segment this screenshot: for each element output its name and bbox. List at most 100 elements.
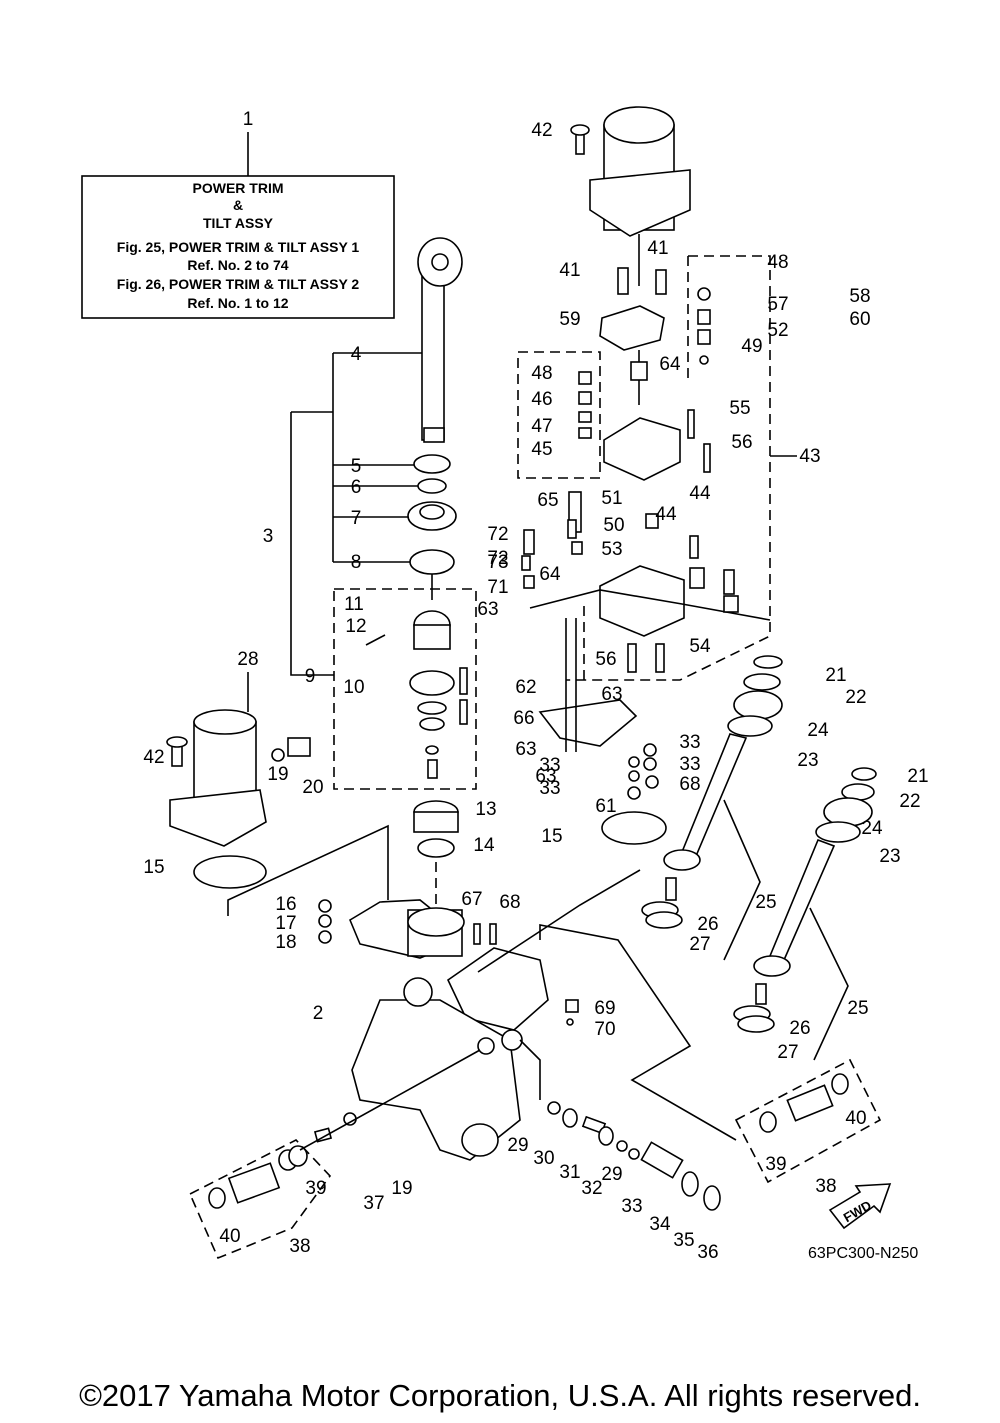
callout-label: 44 xyxy=(689,483,711,504)
callout-label: 22 xyxy=(845,687,866,708)
callout-label: 63 xyxy=(515,739,536,760)
callout-label: 12 xyxy=(345,616,366,637)
lower-right-valve xyxy=(734,1058,882,1184)
callout-label: 33 xyxy=(679,732,700,753)
callout-label: 1 xyxy=(243,109,254,130)
callout-label: 29 xyxy=(507,1135,528,1156)
info-line-7: Ref. No. 1 to 12 xyxy=(187,295,288,311)
callout-label: 21 xyxy=(825,665,846,686)
callout-label: 4 xyxy=(351,344,362,365)
callout-label: 67 xyxy=(461,889,482,910)
callout-label: 6 xyxy=(351,477,362,498)
callout-label: 42 xyxy=(143,747,164,768)
callout-label: 5 xyxy=(351,456,362,477)
diagram-reference-code: 63PC300-N250 xyxy=(808,1245,919,1262)
callout-label: 40 xyxy=(845,1108,866,1129)
callout-label: 36 xyxy=(697,1242,718,1263)
callout-label: 7 xyxy=(351,508,362,529)
valve-group-43 xyxy=(517,255,797,681)
callout-label: 63 xyxy=(601,684,622,705)
callout-label: 25 xyxy=(755,892,776,913)
callout-label: 41 xyxy=(647,238,668,259)
callout-label: 63 xyxy=(535,766,556,787)
callout-label: 63 xyxy=(477,599,498,620)
callout-label: 68 xyxy=(679,774,700,795)
forward-arrow: FWD xyxy=(828,1183,892,1230)
cylinder-cap xyxy=(413,800,459,912)
callout-label: 30 xyxy=(533,1148,554,1169)
upper-valve-plate xyxy=(599,267,667,405)
callout-label: 52 xyxy=(767,320,788,341)
callout-label: 73 xyxy=(487,552,508,573)
callout-label: 27 xyxy=(689,934,710,955)
lower-left-valve xyxy=(188,1049,481,1260)
callout-label: 26 xyxy=(697,914,718,935)
callout-label: 58 xyxy=(849,286,870,307)
callout-label: 11 xyxy=(344,594,364,615)
callout-label: 19 xyxy=(391,1178,412,1199)
callout-label: 27 xyxy=(777,1042,798,1063)
callout-label: 33 xyxy=(539,778,560,799)
callout-label: 54 xyxy=(689,636,711,657)
callout-label: 17 xyxy=(275,913,296,934)
callout-label: 61 xyxy=(595,796,616,817)
gasket-plate-67 xyxy=(538,618,667,845)
callout-label: 71 xyxy=(487,577,508,598)
callout-label: 57 xyxy=(767,294,788,315)
callout-label: 37 xyxy=(363,1193,384,1214)
callout-label: 33 xyxy=(621,1196,642,1217)
callout-label: 43 xyxy=(799,446,820,467)
callout-label: 47 xyxy=(531,416,552,437)
callout-label: 23 xyxy=(879,846,900,867)
callout-label: 59 xyxy=(559,309,580,330)
callout-label: 53 xyxy=(601,539,622,560)
lower-center-chain xyxy=(519,1039,721,1211)
trim-cylinder-upper xyxy=(641,655,783,961)
trim-cylinder-lower xyxy=(733,767,877,1061)
callout-label: 33 xyxy=(539,755,560,776)
callout-label: 66 xyxy=(513,708,534,729)
callout-label: 26 xyxy=(789,1018,810,1039)
callout-label: 55 xyxy=(729,398,750,419)
callout-label: 2 xyxy=(313,1003,324,1024)
callout-label: 68 xyxy=(499,892,520,913)
callout-label: 39 xyxy=(765,1154,786,1175)
info-line-1: POWER TRIM xyxy=(193,180,284,196)
callout-label: 42 xyxy=(531,120,552,141)
callout-label: 20 xyxy=(302,777,323,798)
callout-label: 49 xyxy=(741,336,762,357)
callout-label: 34 xyxy=(649,1214,671,1235)
info-line-3: TILT ASSY xyxy=(203,215,274,231)
callout-label: 15 xyxy=(541,826,562,847)
callout-label: 48 xyxy=(767,252,788,273)
piston-group xyxy=(333,588,477,790)
callout-label: 22 xyxy=(899,791,920,812)
group-3-bracket xyxy=(290,352,425,676)
callout-label: 16 xyxy=(275,894,296,915)
info-line-5: Ref. No. 2 to 74 xyxy=(187,257,288,273)
callout-label: 25 xyxy=(847,998,868,1019)
callout-labels: 1234567891011121314151516171819192021212… xyxy=(143,109,928,1263)
callout-label: 3 xyxy=(263,526,274,547)
callout-label: 19 xyxy=(267,764,288,785)
info-line-6: Fig. 26, POWER TRIM & TILT ASSY 2 xyxy=(117,276,360,292)
callout-label: 24 xyxy=(807,720,829,741)
callout-label: 9 xyxy=(305,666,316,687)
info-line-4: Fig. 25, POWER TRIM & TILT ASSY 1 xyxy=(117,239,360,255)
callout-label: 64 xyxy=(539,564,561,585)
callout-label: 65 xyxy=(537,490,558,511)
electric-motor-top xyxy=(570,106,691,286)
callout-label: 70 xyxy=(594,1019,615,1040)
info-box: POWER TRIM & TILT ASSY Fig. 25, POWER TR… xyxy=(81,132,395,319)
callout-label: 29 xyxy=(601,1164,622,1185)
callout-label: 8 xyxy=(351,552,362,573)
callout-label: 44 xyxy=(655,504,677,525)
callout-label: 28 xyxy=(237,649,258,670)
tilt-rod xyxy=(417,237,463,443)
callout-label: 46 xyxy=(531,389,552,410)
callout-label: 38 xyxy=(815,1176,836,1197)
callout-label: 60 xyxy=(849,309,870,330)
callout-label: 18 xyxy=(275,932,296,953)
callout-label: 32 xyxy=(581,1178,602,1199)
